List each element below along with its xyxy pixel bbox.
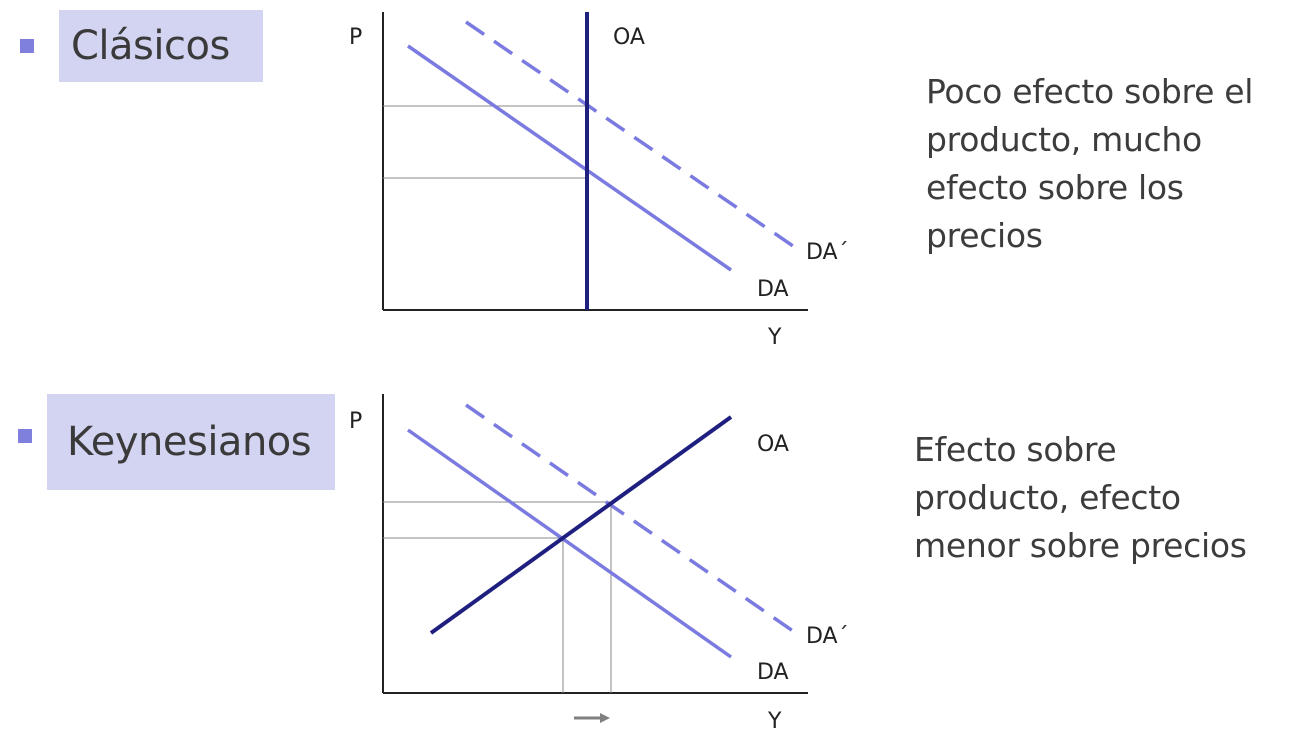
axis-label-y: Y (767, 325, 782, 350)
axis-label-p: P (349, 409, 362, 434)
da-label: DA (757, 660, 789, 685)
school-label-keynesianos: Keynesianos (47, 394, 335, 490)
oa-label: OA (757, 432, 789, 457)
oa-curve (429, 415, 733, 635)
axis-label-y: Y (767, 709, 782, 734)
da-label: DA (757, 277, 789, 302)
diagram-clasicos: P Y OA DA´ DA (349, 12, 849, 350)
da-shifted-label: DA´ (806, 240, 849, 265)
da-curve (406, 428, 733, 659)
diagram-keynesianos: P Y OA DA´ DA (349, 394, 849, 734)
shift-arrow-icon (600, 713, 610, 723)
da-curve (407, 44, 732, 272)
da-shifted-curve (465, 20, 794, 248)
description-keynesianos: Efecto sobre producto, efecto menor sobr… (914, 430, 1247, 565)
axis-label-p: P (349, 25, 362, 50)
oa-label: OA (613, 25, 645, 50)
da-shifted-label: DA´ (806, 624, 849, 649)
description-clasicos: Poco efecto sobre el producto, mucho efe… (926, 72, 1254, 255)
school-label-clasicos: Clásicos (59, 10, 263, 82)
bullet-icon (20, 39, 34, 53)
bullet-icon (18, 429, 32, 443)
da-shifted-curve (465, 403, 794, 633)
